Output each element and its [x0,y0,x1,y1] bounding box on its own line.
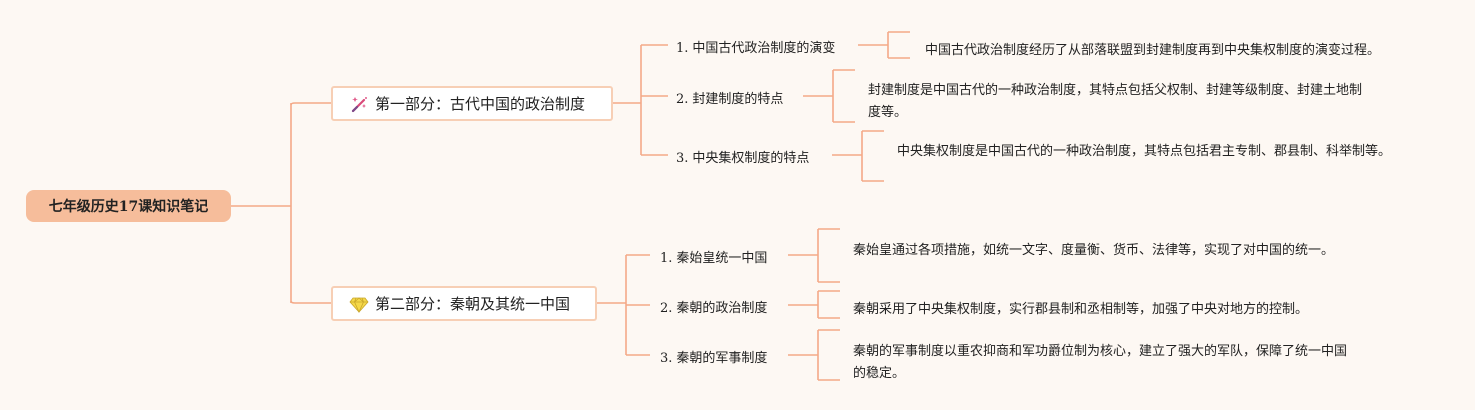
section-1-1[interactable]: 1.中国古代政治制度的演变 [676,41,836,56]
section-2-1[interactable]: 1.秦始皇统一中国 [660,251,768,266]
section-1-3[interactable]: 3.中央集权制度的特点 [676,151,810,166]
root-node[interactable]: 七年级历史17课知识笔记 [26,190,231,222]
part-1-node[interactable]: 第一部分：古代中国的政治制度 [331,86,613,121]
connector-desc-2-2 [788,290,840,319]
section-1-2[interactable]: 2.封建制度的特点 [676,92,784,107]
desc-2-2: 秦朝采用了中央集权制度，实行郡县制和丞相制等，加强了中央对地方的控制。 [853,302,1309,317]
part-2-title: 第二部分：秦朝及其统一中国 [375,295,571,313]
desc-2-3: 秦朝的军事制度以重农抑商和军功爵位制为核心，建立了强大的军队，保障了统一中国的稳… [853,344,1348,381]
section-2-2[interactable]: 2.秦朝的政治制度 [660,301,768,316]
desc-1-3: 中央集权制度是中国古代的一种政治制度，其特点包括君主专制、郡县制、科举制等。 [897,144,1392,159]
connector-root-part2 [290,300,332,304]
magic-wand-icon [349,94,369,114]
diamond-icon [349,294,369,314]
desc-2-1: 秦始皇通过各项措施，如统一文字、度量衡、货币、法律等，实现了对中国的统一。 [853,243,1335,258]
connector-desc-2-3 [788,329,840,381]
connector-desc-2-1 [788,228,840,283]
connector-desc-1-3 [832,130,884,182]
part-2-node[interactable]: 第二部分：秦朝及其统一中国 [331,286,597,321]
connector-root-part1 [290,102,332,106]
connector-desc-1-2 [803,69,855,123]
section-2-3[interactable]: 3.秦朝的军事制度 [660,351,768,366]
desc-1-2: 封建制度是中国古代的一种政治制度，其特点包括父权制、封建等级制度、封建土地制度等… [868,83,1363,120]
part-1-title: 第一部分：古代中国的政治制度 [375,95,586,113]
root-title: 七年级历史17课知识笔记 [48,199,209,215]
desc-1-1: 中国古代政治制度经历了从部落联盟到封建制度再到中央集权制度的演变过程。 [925,43,1381,58]
connector-desc-1-1 [858,31,910,59]
